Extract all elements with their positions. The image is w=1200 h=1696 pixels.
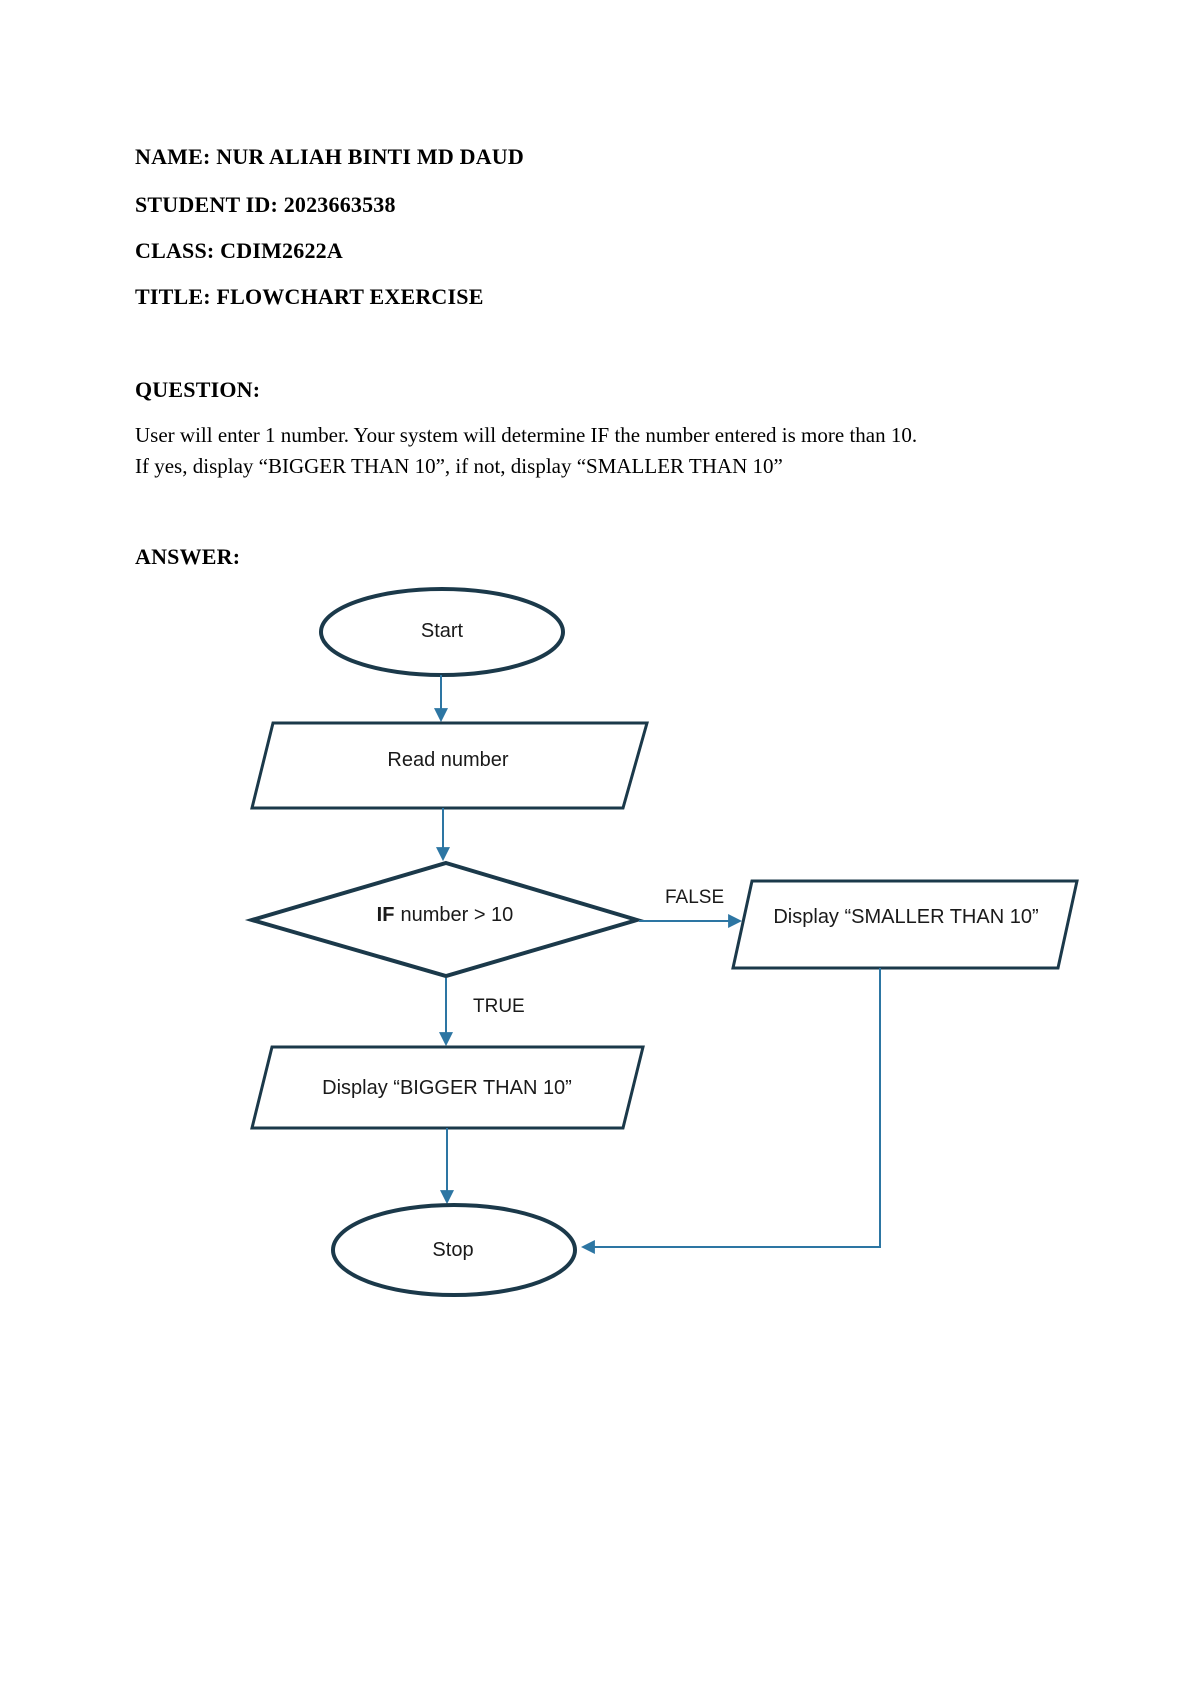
decision-label-rest: number > 10 [400, 904, 513, 926]
answer-heading: ANSWER: [135, 544, 241, 569]
read-number-node-label: Read number [387, 749, 509, 771]
class-line: CLASS: CDIM2622A [135, 238, 343, 263]
decision-node [244, 860, 645, 979]
decision-label-prefix: IF [377, 904, 395, 926]
true-branch-label: TRUE [473, 996, 525, 1017]
display-bigger-node-label: Display “BIGGER THAN 10” [322, 1077, 572, 1099]
question-text-line2: If yes, display “BIGGER THAN 10”, if not… [135, 454, 783, 478]
student-id-line: STUDENT ID: 2023663538 [135, 192, 396, 217]
display-smaller-node-label: Display “SMALLER THAN 10” [773, 906, 1038, 928]
stop-node-label: Stop [432, 1239, 473, 1261]
read-number-node [250, 721, 649, 810]
name-line: NAME: NUR ALIAH BINTI MD DAUD [135, 144, 524, 169]
smaller-to-stop-connector [580, 968, 881, 1254]
display-smaller-node [731, 879, 1079, 970]
display-bigger-node [250, 1045, 645, 1130]
start-node-label: Start [421, 620, 464, 642]
question-text-line1: User will enter 1 number. Your system wi… [135, 423, 918, 447]
false-branch-label: FALSE [665, 887, 724, 908]
question-heading: QUESTION: [135, 377, 261, 402]
title-line: TITLE: FLOWCHART EXERCISE [135, 284, 484, 309]
stop-node [331, 1203, 577, 1297]
